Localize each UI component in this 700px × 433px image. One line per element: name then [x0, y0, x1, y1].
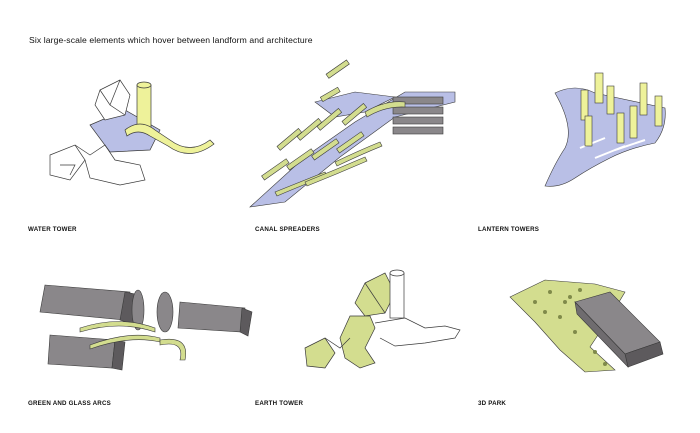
element-label-water-tower: WATER TOWER — [28, 226, 77, 233]
green-and-glass-arcs-diagram — [39, 284, 253, 371]
page-title: Six large-scale elements which hover bet… — [29, 35, 313, 45]
water-tower-diagram — [49, 79, 215, 186]
3d-park-diagram — [509, 279, 664, 373]
lantern-towers-diagram — [544, 72, 666, 187]
canal-spreaders-diagram — [249, 59, 456, 208]
element-label-canal-spreaders: CANAL SPREADERS — [255, 226, 320, 233]
element-label-3d-park: 3D PARK — [478, 400, 507, 407]
earth-tower-diagram — [304, 269, 461, 369]
element-label-earth-tower: EARTH TOWER — [255, 400, 304, 407]
element-label-lantern-towers: LANTERN TOWERS — [478, 226, 540, 233]
element-label-green-and-glass-arcs: GREEN AND GLASS ARCS — [28, 400, 111, 407]
